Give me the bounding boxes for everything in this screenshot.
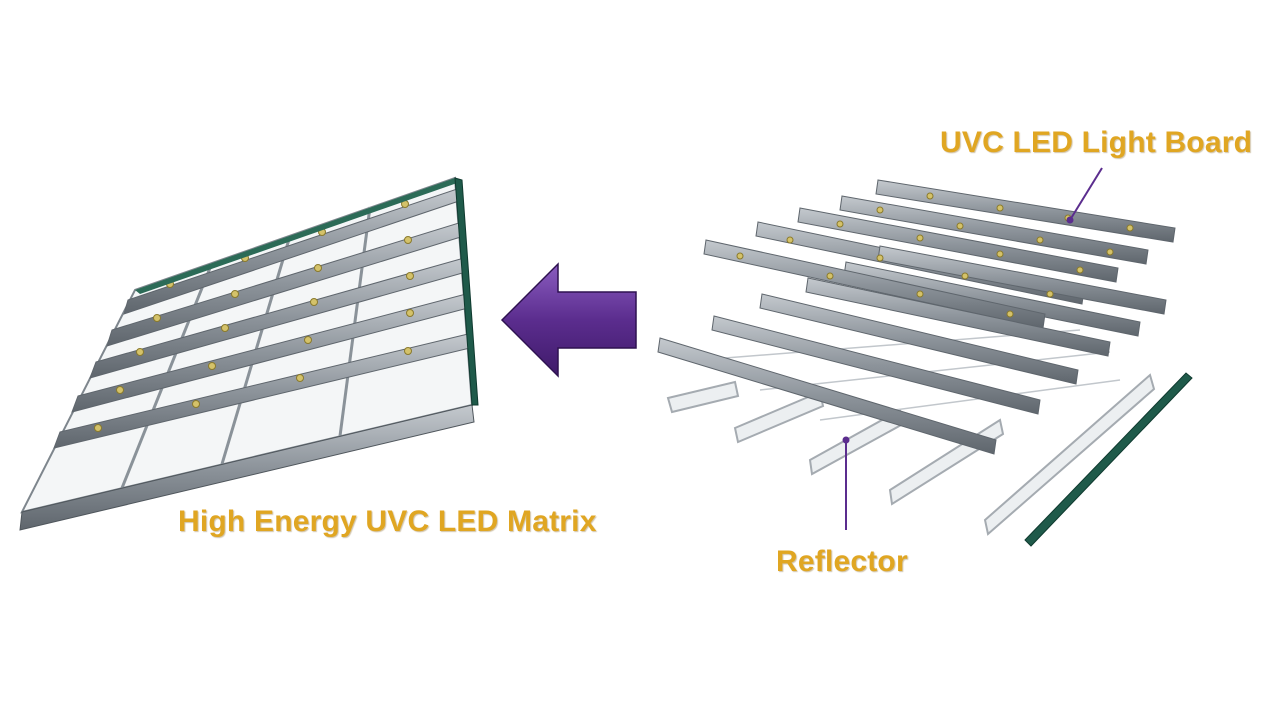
led-dot xyxy=(231,290,239,298)
led-dot xyxy=(296,374,304,382)
led-dot xyxy=(826,272,834,280)
led-matrix-illustration xyxy=(19,176,479,531)
led-dot xyxy=(1076,266,1084,274)
light-board-bar xyxy=(797,207,1119,283)
matrix-led-bars xyxy=(53,187,471,449)
led-dot xyxy=(956,222,964,230)
led-dot xyxy=(1126,224,1134,232)
led-dot xyxy=(926,192,934,200)
left-arrow-icon xyxy=(500,262,637,378)
led-dot xyxy=(404,236,412,244)
reflector-strip xyxy=(733,390,825,444)
led-dot xyxy=(304,336,312,344)
matrix-side-edge xyxy=(454,177,479,406)
light-board-leader-line xyxy=(1069,167,1103,221)
led-dot xyxy=(1006,310,1014,318)
led-matrix-label: High Energy UVC LED Matrix xyxy=(178,505,597,538)
led-dot xyxy=(310,298,318,306)
reflector-label: Reflector xyxy=(776,545,908,578)
matrix-leds xyxy=(94,200,414,432)
reflector-strips xyxy=(666,373,1156,536)
led-dot xyxy=(136,348,144,356)
led-dot xyxy=(876,254,884,262)
led-dot xyxy=(406,272,414,280)
back-board xyxy=(1024,372,1193,547)
led-dot xyxy=(406,309,414,317)
led-dot xyxy=(996,250,1004,258)
led-dot xyxy=(94,424,102,432)
led-dot xyxy=(1046,290,1054,298)
led-dot xyxy=(153,314,161,322)
led-dot xyxy=(221,324,229,332)
led-dot xyxy=(996,204,1004,212)
led-dot xyxy=(208,362,216,370)
led-dot xyxy=(192,400,200,408)
led-dot xyxy=(116,386,124,394)
led-dot xyxy=(786,236,794,244)
light-board-bar xyxy=(657,337,997,455)
led-dot xyxy=(1106,248,1114,256)
led-dot xyxy=(1036,236,1044,244)
exploded-view-illustration xyxy=(657,167,1193,547)
light-board-bar xyxy=(805,277,1111,357)
leader-lines xyxy=(842,167,1103,530)
led-dot xyxy=(961,272,969,280)
led-dot xyxy=(876,206,884,214)
light-board-label: UVC LED Light Board xyxy=(940,126,1253,159)
light-board-leader-dot xyxy=(1066,216,1074,224)
matrix-front-edge xyxy=(19,404,475,531)
light-board-bar xyxy=(839,195,1149,265)
reflector-strip xyxy=(983,373,1156,536)
matrix-divider xyxy=(338,206,372,437)
light-board-bar xyxy=(711,315,1041,415)
light-board-bar xyxy=(759,293,1079,385)
matrix-back-edge xyxy=(135,178,460,294)
reflector-leader-dot xyxy=(842,436,850,444)
led-dot xyxy=(736,252,744,260)
light-board-bars xyxy=(657,179,1176,455)
led-dot xyxy=(836,220,844,228)
led-dot xyxy=(916,234,924,242)
reflector-strip xyxy=(666,380,740,414)
led-dot xyxy=(916,290,924,298)
led-dot xyxy=(314,264,322,272)
led-dot xyxy=(404,347,412,355)
